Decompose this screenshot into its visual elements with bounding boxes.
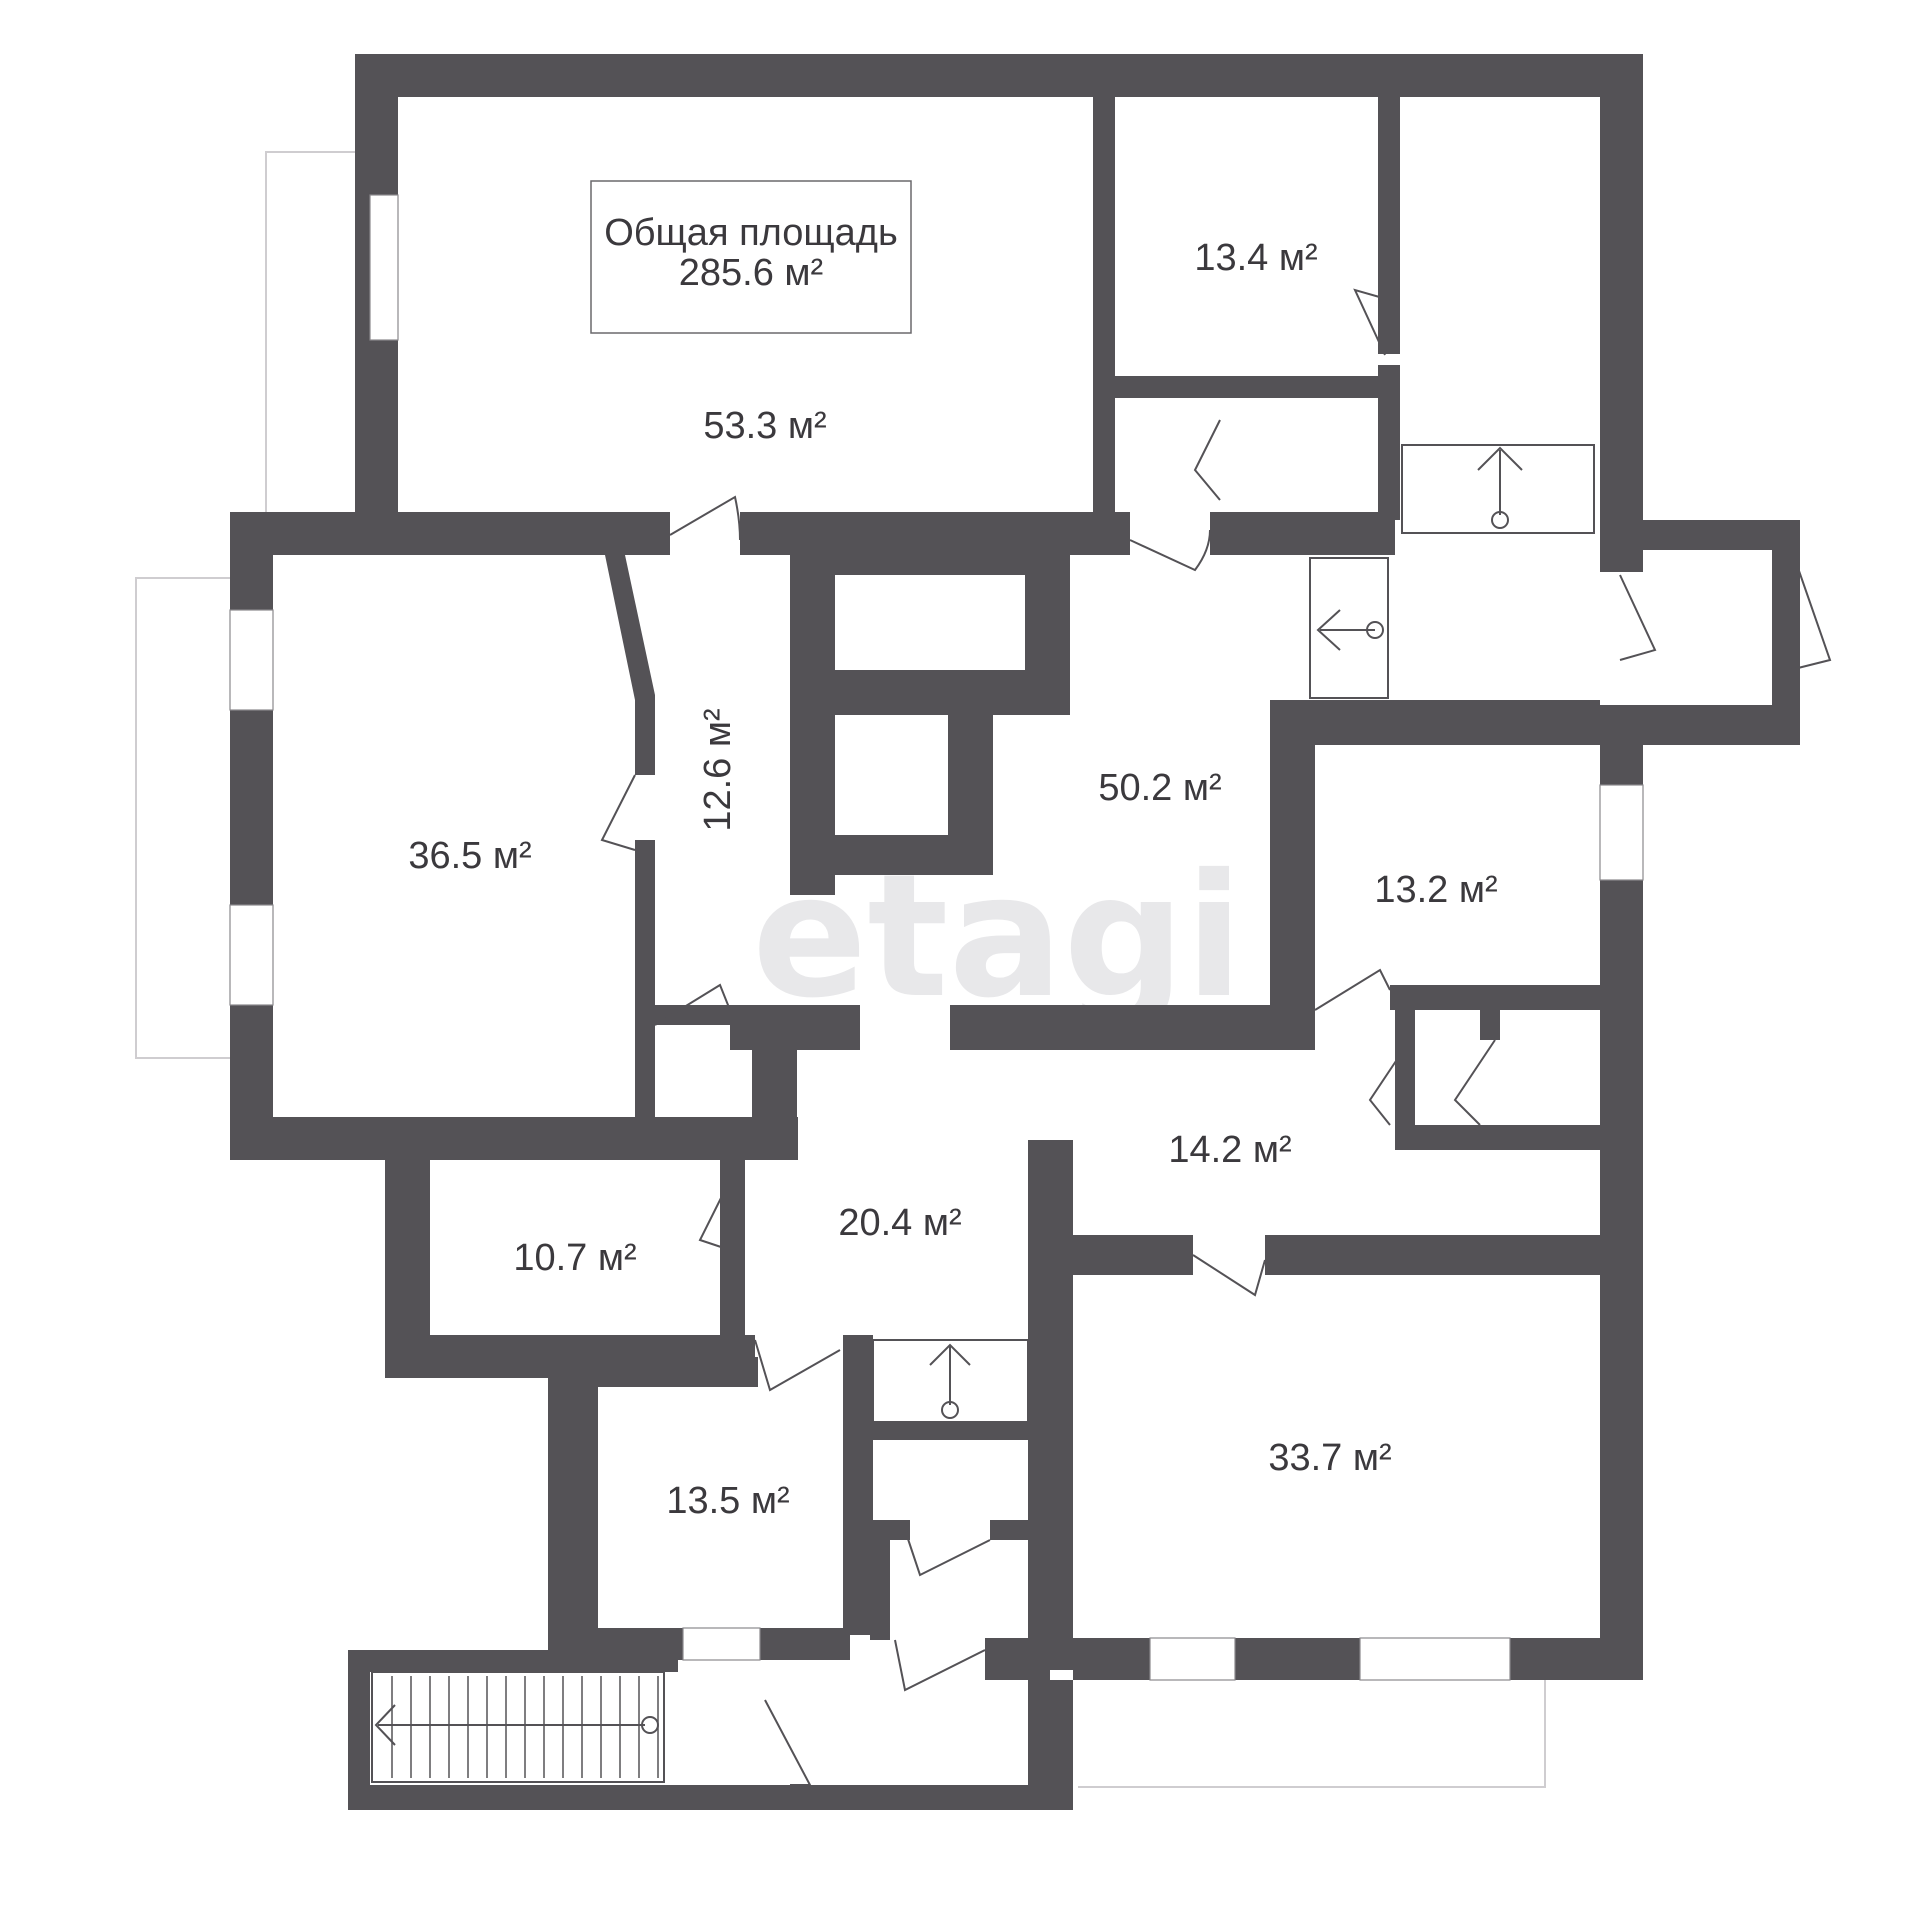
room-area-label: 14.2 м² — [1168, 1129, 1291, 1171]
windows — [229, 194, 1644, 1681]
total-area-box: Общая площадь 285.6 м² — [590, 180, 912, 334]
door — [1789, 544, 1832, 671]
door — [764, 1699, 812, 1786]
room-area-label: 13.5 м² — [666, 1480, 789, 1522]
stair-mid — [1309, 557, 1389, 699]
door — [669, 495, 741, 541]
room-area-label: 13.4 м² — [1194, 237, 1317, 279]
total-area-title: Общая площадь — [604, 212, 898, 254]
door — [754, 1339, 841, 1392]
total-area-value: 285.6 м² — [679, 252, 823, 294]
room-area-label: 50.2 м² — [1098, 767, 1221, 809]
balcony-bottom — [1078, 1645, 1546, 1788]
balcony-top-left — [265, 151, 355, 512]
door — [1453, 1039, 1496, 1126]
doors — [600, 288, 1832, 1786]
window — [1599, 784, 1644, 881]
balconies — [135, 151, 1546, 1788]
window — [229, 904, 274, 1006]
door — [1192, 1254, 1266, 1297]
room-area-label: 12.6 м² — [697, 708, 739, 831]
room-area-label: 20.4 м² — [838, 1202, 961, 1244]
stair-bottom — [371, 1671, 665, 1783]
balcony-left — [135, 577, 230, 1059]
window — [1359, 1637, 1511, 1681]
door — [654, 983, 731, 1026]
room-area-label: 53.3 м² — [703, 405, 826, 447]
door — [600, 774, 636, 851]
room-area-label: 33.7 м² — [1268, 1437, 1391, 1479]
window — [229, 609, 274, 711]
door — [1193, 419, 1221, 501]
room-area-label: 13.2 м² — [1374, 869, 1497, 911]
walls — [230, 54, 1800, 1810]
door — [1353, 288, 1391, 356]
door — [1314, 968, 1391, 1011]
window — [1149, 1637, 1236, 1681]
door — [1368, 1039, 1411, 1126]
room-labels: 53.3 м² 13.4 м² 36.5 м² 12.6 м² 50.2 м² … — [408, 237, 1497, 1522]
door — [894, 1639, 986, 1692]
window — [682, 1627, 761, 1661]
stair-top — [1401, 444, 1595, 534]
door — [1619, 574, 1657, 661]
door — [698, 1179, 731, 1251]
total-area-frame — [590, 180, 912, 334]
window — [369, 194, 399, 341]
room-area-label: 10.7 м² — [513, 1237, 636, 1279]
door — [1129, 529, 1211, 572]
stairs — [371, 444, 1595, 1783]
room-area-label: 36.5 м² — [408, 835, 531, 877]
door — [904, 1529, 991, 1577]
